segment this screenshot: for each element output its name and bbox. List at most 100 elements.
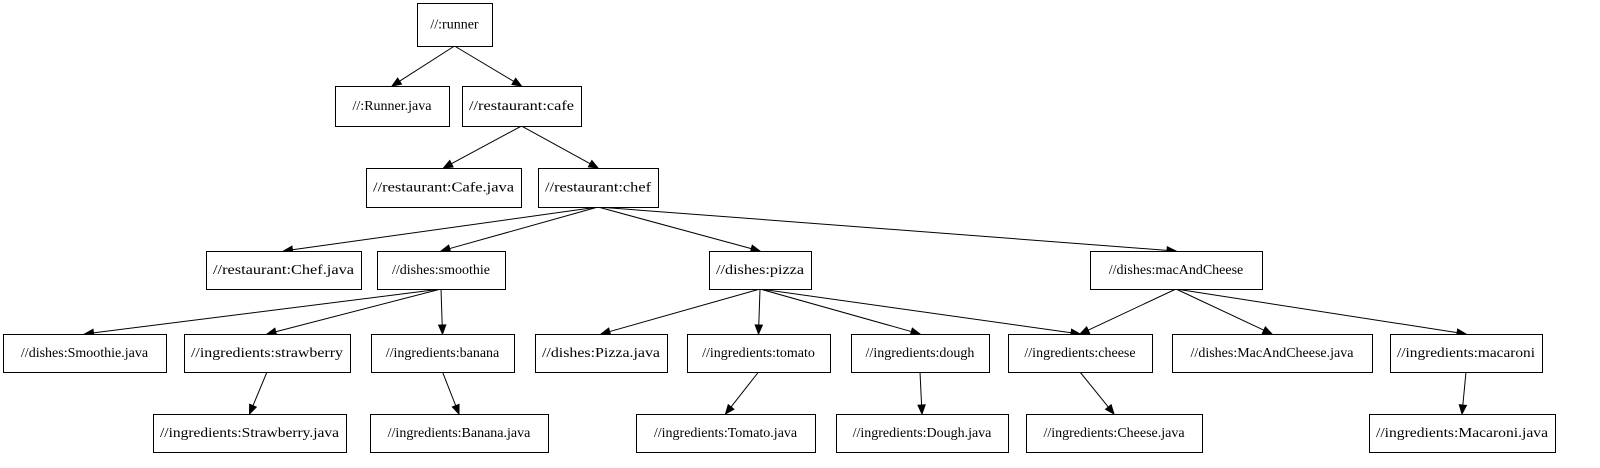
edge-arrowhead-icon [511,77,523,87]
node-label: //ingredients:macaroni [1397,346,1535,361]
edge-line [1462,371,1467,406]
edge-arrowhead-icon [437,324,447,336]
graph-node-ing_banana_java[interactable]: //ingredients:Banana.java [370,414,549,453]
dependency-edge [759,288,922,336]
node-label: //ingredients:Strawberry.java [160,426,340,441]
edge-line [275,288,442,333]
graph-node-ing_dough[interactable]: //ingredients:dough [851,334,990,373]
graph-node-runner_java[interactable]: //:Runner.java [335,86,450,127]
edge-arrowhead-icon [439,244,452,253]
graph-node-ing_dough_java[interactable]: //ingredients:Dough.java [836,414,1009,453]
edge-line [292,206,599,251]
graph-node-dishes_macandcheese_java[interactable]: //dishes:MacAndCheese.java [1172,334,1373,373]
dependency-edge [597,206,762,253]
graph-node-ing_macaroni[interactable]: //ingredients:macaroni [1390,334,1543,373]
node-label: //ingredients:dough [866,346,975,361]
edge-line [1087,288,1177,331]
graph-node-ing_cheese_java[interactable]: //ingredients:Cheese.java [1026,414,1203,453]
node-box [1390,334,1543,373]
node-label: //ingredients:Dough.java [853,426,993,441]
node-box [370,414,549,453]
graph-node-restaurant_chef[interactable]: //restaurant:chef [538,168,659,208]
dependency-edge [442,371,460,416]
dependency-edge [439,206,599,253]
graph-node-ing_macaroni_java[interactable]: //ingredients:Macaroni.java [1369,414,1556,453]
node-label: //ingredients:Tomato.java [654,426,798,441]
node-label: //dishes:smoothie [392,263,490,278]
dependency-edge [599,288,761,336]
node-box [1369,414,1556,453]
graph-node-restaurant_cafe[interactable]: //restaurant:cafe [462,86,582,127]
node-box [1026,414,1203,453]
edge-line [730,371,759,408]
edge-arrowhead-icon [587,159,600,169]
edge-line [609,288,761,333]
dependency-edge [390,45,455,87]
edge-line [1175,288,1265,331]
node-box [366,168,522,208]
graph-node-dishes_smoothie[interactable]: //dishes:smoothie [377,251,506,290]
node-box [184,334,351,373]
edge-line [442,371,457,406]
node-label: //restaurant:Cafe.java [373,181,515,196]
graph-node-ing_tomato_java[interactable]: //ingredients:Tomato.java [636,414,816,453]
node-box [1008,334,1153,373]
edge-line [1079,371,1109,408]
edge-arrowhead-icon [1458,404,1468,416]
node-box [153,414,347,453]
edge-line [451,125,522,165]
graph-node-dishes_pizza[interactable]: //dishes:pizza [709,251,812,290]
graph-node-runner[interactable]: //:runner [417,3,493,47]
graph-node-dishes_pizza_java[interactable]: //dishes:Pizza.java [535,334,668,373]
dependency-edge [454,45,523,87]
node-label: //dishes:macAndCheese [1109,263,1244,278]
node-label: //ingredients:Banana.java [388,426,531,441]
dependency-edge [521,125,600,169]
graph-node-ing_banana[interactable]: //ingredients:banana [371,334,515,373]
node-label: //restaurant:cafe [469,99,574,114]
node-label: //ingredients:cheese [1024,346,1135,361]
dependency-edge [282,206,599,254]
edge-line [1175,288,1458,334]
edge-line [93,288,442,334]
graph-node-ing_strawberry[interactable]: //ingredients:strawberry [184,334,351,373]
node-box [1172,334,1373,373]
graph-node-dishes_macandcheese[interactable]: //dishes:macAndCheese [1090,251,1263,290]
graph-node-ing_tomato[interactable]: //ingredients:tomato [687,334,831,373]
edge-line [440,288,443,326]
dependency-edge [759,288,1082,337]
edge-arrowhead-icon [917,404,926,416]
node-box [335,86,450,127]
node-label: //dishes:MacAndCheese.java [1191,346,1355,361]
graph-node-ing_cheese[interactable]: //ingredients:cheese [1008,334,1153,373]
dependency-edge [1175,288,1468,337]
node-box [371,334,515,373]
edge-line [597,206,752,250]
edge-line [759,288,1072,334]
node-box [636,414,816,453]
node-label: //dishes:Smoothie.java [21,346,149,361]
node-label: //ingredients:Macaroni.java [1376,426,1549,441]
edge-line [449,206,599,250]
node-box [417,3,493,47]
node-box [709,251,812,290]
edge-arrowhead-icon [1078,326,1091,335]
node-box [851,334,990,373]
node-box [538,168,659,208]
node-box [206,251,362,290]
edge-line [919,371,923,406]
node-box [836,414,1009,453]
graph-node-restaurant_cafe_java[interactable]: //restaurant:Cafe.java [366,168,522,208]
graph-node-ing_strawberry_java[interactable]: //ingredients:Strawberry.java [153,414,347,453]
graph-node-restaurant_chef_java[interactable]: //restaurant:Chef.java [206,251,362,290]
edge-line [521,125,591,165]
dependency-edge [754,288,764,336]
dependency-edge [437,288,447,336]
graph-node-dishes_smoothie_java[interactable]: //dishes:Smoothie.java [3,334,167,373]
dependency-edge [1079,371,1115,416]
edge-arrowhead-icon [909,327,922,336]
node-box [1090,251,1263,290]
edge-arrowhead-icon [390,77,403,87]
nodes-layer: //:runner //:Runner.java //restaurant:cafe… [3,3,1556,453]
